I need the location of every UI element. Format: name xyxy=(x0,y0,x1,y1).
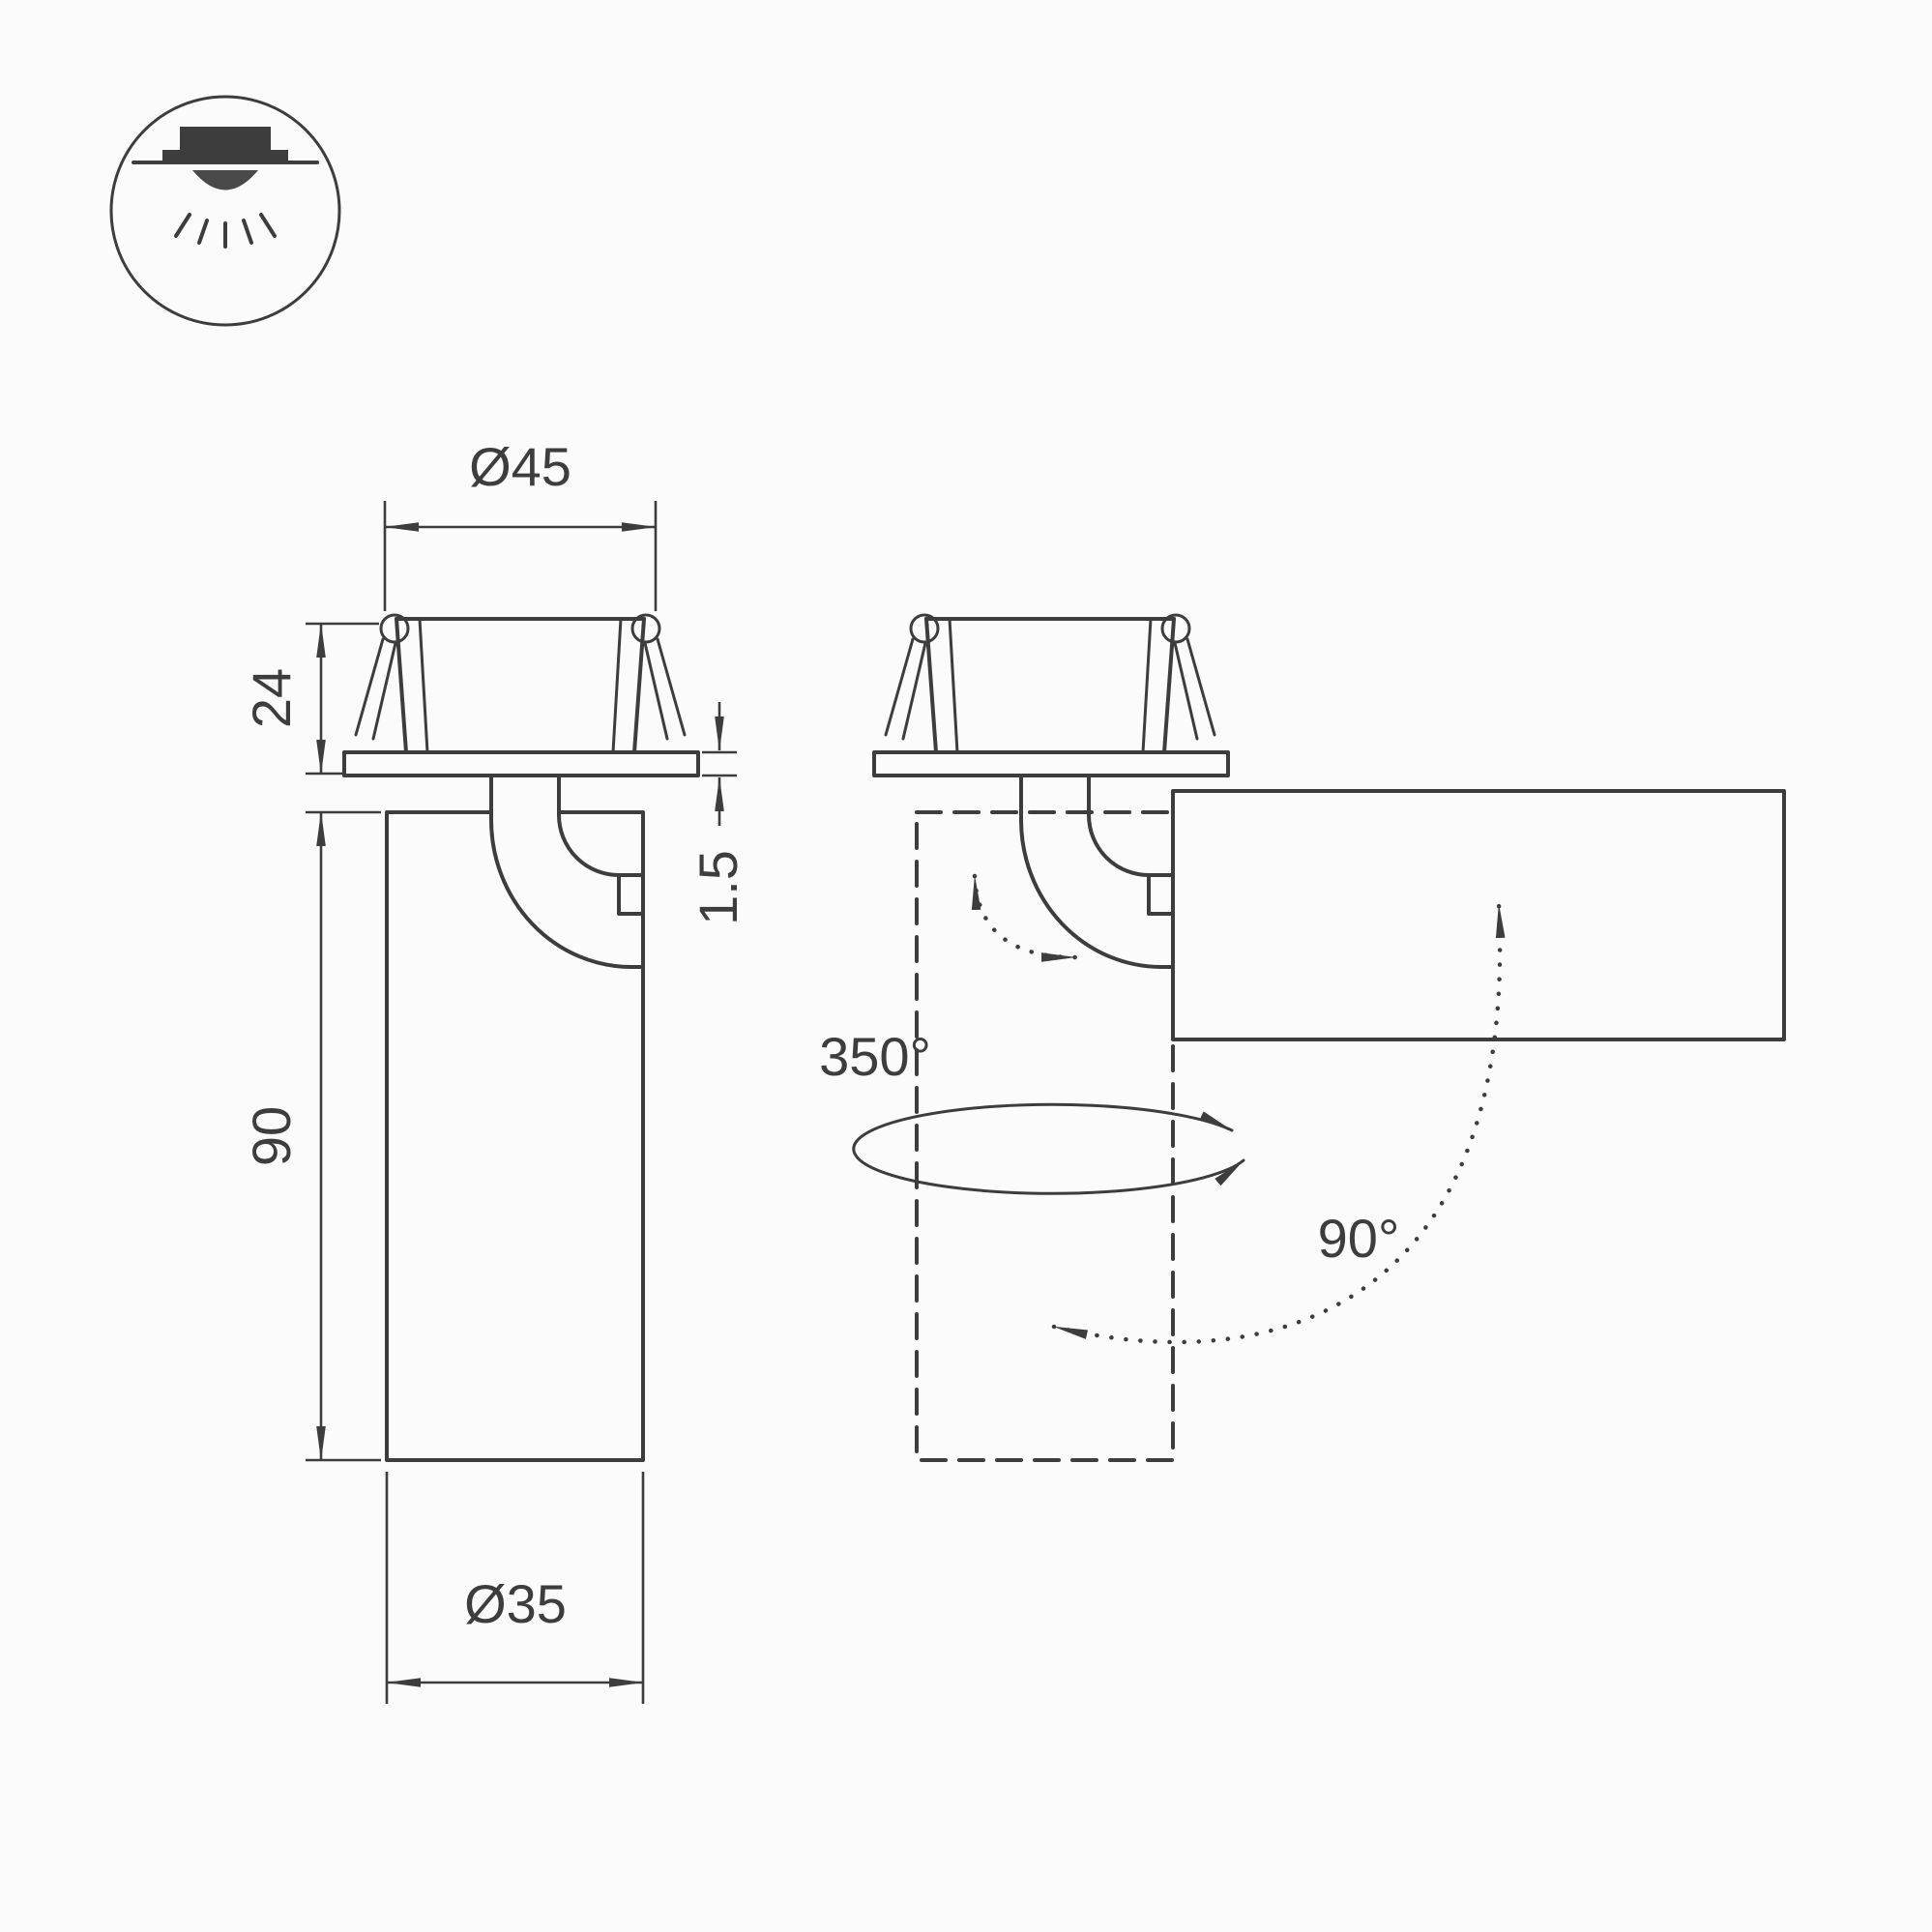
dim-label-recess-depth: 24 xyxy=(241,668,302,728)
cylinder-body xyxy=(385,810,645,1462)
flange xyxy=(342,750,700,777)
spring-left xyxy=(354,637,397,741)
tilt-angle-label: 90° xyxy=(1318,1208,1400,1269)
rotation-view: 350° 90° xyxy=(819,613,1786,1462)
pivot-bracket xyxy=(489,774,645,969)
cylinder-body-tilted xyxy=(1171,789,1786,1041)
pivot-direction-arrow xyxy=(971,873,1078,962)
dimension-body-length: 90 xyxy=(241,810,381,1462)
spring-clip-right-2 xyxy=(1160,613,1191,644)
spring-right xyxy=(643,637,687,741)
icon-fixture-body xyxy=(180,127,271,151)
icon-light-rays xyxy=(174,213,277,249)
flange-2 xyxy=(872,750,1230,777)
spring-clip-right xyxy=(630,613,661,644)
dimension-trim-diameter: Ø45 xyxy=(383,436,658,611)
dimension-recess-depth: 24 xyxy=(241,622,379,776)
recessed-cup-2 xyxy=(872,613,1230,777)
spring-clip-left-2 xyxy=(909,613,940,644)
pan-rotation-arrow xyxy=(852,1102,1245,1195)
icon-circle xyxy=(109,95,341,327)
dim-label-body-diameter: Ø35 xyxy=(464,1573,567,1634)
dimension-flange-thickness: 1.5 xyxy=(688,702,748,925)
pivot-bracket-2 xyxy=(1019,774,1175,969)
spring-left-2 xyxy=(884,637,927,741)
icon-fixture-trim xyxy=(162,150,288,164)
dim-label-flange-thickness: 1.5 xyxy=(688,850,748,925)
dim-label-body-length: 90 xyxy=(241,1106,302,1166)
pan-angle-label: 350° xyxy=(819,1026,931,1087)
spring-right-2 xyxy=(1173,637,1216,741)
dim-label-trim-diameter: Ø45 xyxy=(469,436,571,497)
tilt-arc-arrow xyxy=(1051,901,1506,1345)
spring-clip-left xyxy=(379,613,410,644)
cylinder-body-ghost xyxy=(915,810,1175,1462)
recessed-downlight-icon xyxy=(109,95,341,327)
dimension-body-diameter: Ø35 xyxy=(385,1472,645,1704)
icon-light-dome xyxy=(192,170,258,190)
front-view: Ø45 24 1.5 90 Ø35 xyxy=(241,436,748,1704)
recessed-cup xyxy=(342,613,700,777)
